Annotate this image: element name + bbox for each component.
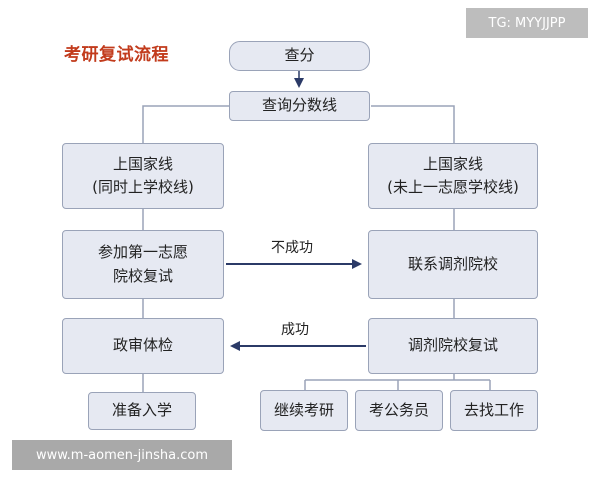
edge-success-label: 成功 (281, 322, 309, 338)
node-contact-adjust: 联系调剂院校 (368, 230, 538, 299)
node-find-job-label: 去找工作 (463, 400, 524, 419)
edge-line-to-right (371, 105, 455, 143)
node-query-score: 查分 (229, 41, 370, 71)
node-continue-exam-label: 继续考研 (273, 400, 334, 419)
node-prepare-enroll: 准备入学 (88, 392, 196, 430)
node-above-line-left-1: 上国家线 (112, 154, 173, 173)
watermark-top: TG: MYYJJPP (466, 8, 588, 38)
node-political-review: 政审体检 (62, 318, 224, 374)
watermark-bottom: www.m-aomen-jinsha.com (12, 440, 232, 470)
node-political-review-label: 政审体检 (112, 336, 173, 355)
node-above-line-right-1: 上国家线 (422, 154, 483, 173)
node-civil-service-label: 考公务员 (368, 400, 429, 419)
node-first-choice-retest-2: 院校复试 (112, 266, 173, 285)
node-query-score-label: 查分 (284, 46, 315, 65)
node-find-job: 去找工作 (450, 390, 538, 431)
node-above-line-left: 上国家线 (同时上学校线) (62, 143, 224, 209)
node-civil-service: 考公务员 (355, 390, 443, 431)
node-above-line-right-2: (未上一志愿学校线) (387, 178, 519, 196)
node-prepare-enroll-label: 准备入学 (111, 401, 172, 420)
node-first-choice-retest-1: 参加第一志愿 (97, 243, 188, 262)
node-contact-adjust-label: 联系调剂院校 (407, 254, 498, 273)
node-check-line: 查询分数线 (229, 91, 370, 121)
edge-line-to-left (142, 105, 229, 143)
chart-title: 考研复试流程 (64, 45, 169, 65)
node-adjust-retest: 调剂院校复试 (368, 318, 538, 374)
edge-fail-label: 不成功 (271, 240, 313, 256)
node-first-choice-retest: 参加第一志愿 院校复试 (62, 230, 224, 299)
node-adjust-retest-label: 调剂院校复试 (407, 336, 498, 355)
node-check-line-label: 查询分数线 (261, 96, 337, 115)
node-above-line-left-2: (同时上学校线) (92, 178, 194, 196)
node-above-line-right: 上国家线 (未上一志愿学校线) (368, 143, 538, 209)
node-continue-exam: 继续考研 (260, 390, 348, 431)
